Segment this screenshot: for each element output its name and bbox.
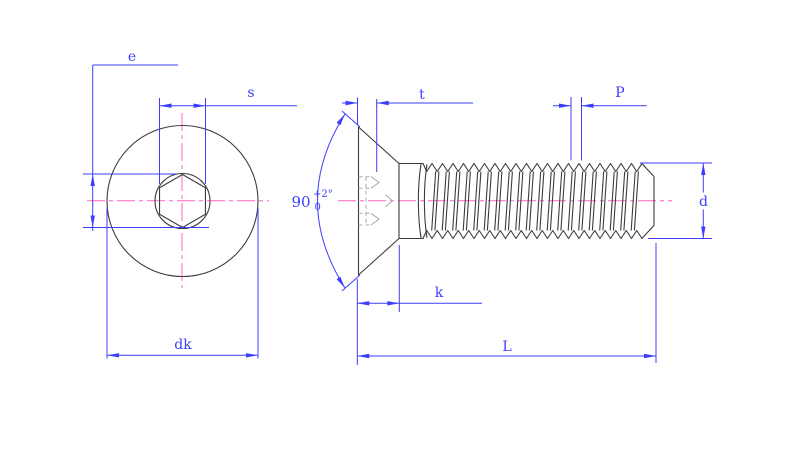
dimension-head-angle: 90 +2° 0 (291, 110, 361, 292)
centerlines (87, 113, 672, 288)
socket-corner-chevron (370, 176, 380, 189)
dimension-l: L (356, 243, 657, 365)
head-outer-circle (106, 124, 259, 278)
socket-bottom-cone (385, 194, 394, 207)
socket-corner-chevron (370, 212, 380, 226)
angle-extension-tick (341, 110, 361, 128)
dimension-s: s (159, 85, 297, 184)
thread-runout-arc (423, 164, 428, 239)
dim-label-t: t (419, 87, 425, 103)
dim-label-dk: dk (174, 337, 192, 353)
dim-label-s: s (247, 85, 254, 101)
socket-circle (154, 172, 211, 230)
dimension-dk: dk (106, 208, 259, 359)
angle-tolerance-lower: 0 (315, 202, 321, 213)
angle-tolerance-upper: +2° (313, 189, 333, 200)
angle-arc (317, 113, 346, 289)
countersunk-head-profile (357, 126, 400, 276)
dimension-k: k (357, 245, 482, 312)
dimension-p: P (553, 85, 647, 161)
dim-label-d: d (699, 194, 708, 210)
dim-label-p: P (615, 85, 624, 101)
thread-profile (399, 162, 655, 240)
dim-label-l: L (502, 339, 511, 355)
thread-runout-arc (417, 163, 422, 239)
hidden-socket-lines (358, 176, 394, 226)
dimension-e: e (83, 49, 209, 231)
angle-extension-tick (341, 274, 361, 292)
angle-value: 90 (291, 193, 310, 211)
dimension-d: d (640, 162, 712, 239)
side-view (357, 126, 655, 276)
dim-label-e: e (128, 49, 136, 65)
dim-label-k: k (435, 285, 444, 301)
dimension-t: t (342, 87, 473, 172)
